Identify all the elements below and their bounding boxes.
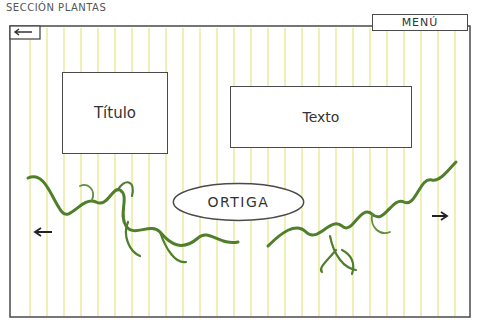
nettle-vines bbox=[28, 162, 456, 274]
screen-frame bbox=[10, 26, 470, 317]
section-title: SECCIÓN PLANTAS bbox=[6, 2, 106, 13]
back-button bbox=[10, 26, 40, 39]
plant-name-ellipse: ORTIGA bbox=[172, 182, 305, 222]
node-label: MENÚ bbox=[402, 16, 439, 29]
node-label: Título bbox=[94, 104, 136, 122]
node-label: ORTIGA bbox=[208, 194, 270, 210]
menu-button: MENÚ bbox=[372, 14, 468, 31]
node-label: Texto bbox=[303, 109, 340, 125]
grid-columns bbox=[30, 28, 455, 316]
title-box: Título bbox=[62, 72, 168, 154]
text-box: Texto bbox=[230, 86, 412, 148]
